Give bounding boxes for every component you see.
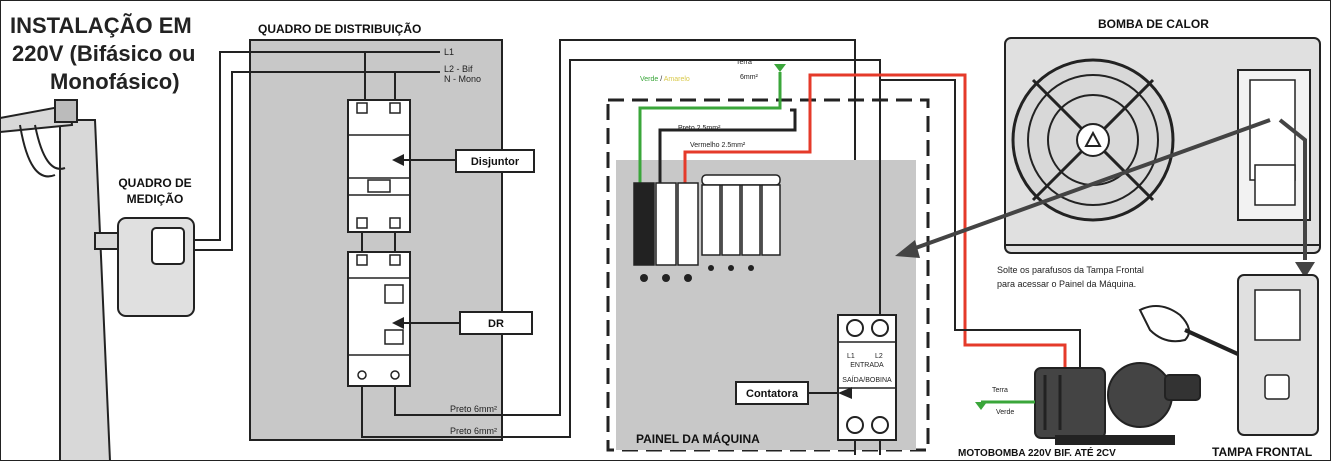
motobomba-terra: Terra bbox=[992, 387, 1008, 394]
green-wire-label: Verde bbox=[640, 76, 658, 83]
title-line-1: INSTALAÇÃO EM bbox=[10, 13, 192, 38]
quadro-distribuicao-title: QUADRO DE DISTRIBUIÇÃO bbox=[258, 21, 421, 36]
cable-label-1: Preto 6mm² bbox=[450, 404, 497, 414]
motor-pump bbox=[1034, 362, 1201, 445]
bus-l2-label: L2 - Bif bbox=[444, 64, 473, 74]
heat-pump bbox=[1004, 37, 1321, 254]
contactor-l1: L1 bbox=[847, 353, 855, 360]
quadro-medicao-label-2: MEDIÇÃO bbox=[127, 191, 184, 206]
contactor bbox=[837, 314, 897, 441]
contactor-entrada: ENTRADA bbox=[850, 362, 884, 369]
dr-device bbox=[347, 251, 411, 387]
bus-l1-label: L1 bbox=[444, 47, 454, 57]
arrows bbox=[895, 118, 1315, 278]
contatora-callout bbox=[735, 381, 809, 405]
contactor-saida: SAÍDA/BOBINA bbox=[842, 375, 892, 384]
motobomba-label: MOTOBOMBA 220V BIF. ATÉ 2CV bbox=[958, 446, 1116, 459]
instruction-line-1: Solte os parafusos da Tampa Frontal bbox=[997, 265, 1144, 275]
bus-n-label: N - Mono bbox=[444, 74, 481, 84]
ground-wire-label: Verde / Amarelo bbox=[640, 76, 690, 83]
pump-wires bbox=[854, 79, 1081, 455]
page-title: INSTALAÇÃO EM 220V (Bifásico ou Monofási… bbox=[10, 13, 195, 94]
painel-label: PAINEL DA MÁQUINA bbox=[636, 431, 760, 446]
dr-label: DR bbox=[488, 318, 504, 330]
contatora-label: Contatora bbox=[746, 388, 799, 400]
dr-callout bbox=[459, 311, 533, 335]
motobomba-verde: Verde bbox=[996, 409, 1014, 416]
wire-separator: / bbox=[658, 76, 663, 83]
title-line-3: Monofásico) bbox=[50, 69, 180, 94]
meter-box bbox=[117, 217, 195, 317]
cable-label-2: Preto 6mm² bbox=[450, 426, 497, 436]
title-line-2: 220V (Bifásico ou bbox=[12, 41, 195, 66]
pump-ground-icon bbox=[975, 402, 987, 410]
terra-label: Terra bbox=[736, 59, 752, 66]
disjuntor-label: Disjuntor bbox=[471, 156, 520, 168]
front-cover bbox=[1237, 274, 1319, 436]
panel-wires bbox=[638, 72, 1067, 370]
utility-pole bbox=[0, 99, 124, 461]
black-wire-label: Preto 2.5mm² bbox=[678, 125, 721, 132]
instruction-line-2: para acessar o Painel da Máquina. bbox=[997, 279, 1136, 289]
quadro-medicao-label-1: QUADRO DE bbox=[118, 176, 191, 190]
bomba-title: BOMBA DE CALOR bbox=[1098, 17, 1209, 31]
disjuntor-callout bbox=[455, 149, 535, 173]
terminal-block bbox=[633, 174, 781, 282]
green-wire-size: 6mm² bbox=[740, 74, 759, 81]
circuit-breaker bbox=[347, 99, 411, 233]
ground-icon bbox=[774, 64, 786, 72]
screwdriver-icon bbox=[1138, 305, 1241, 357]
tampa-label: TAMPA FRONTAL bbox=[1212, 445, 1312, 459]
yellow-wire-label: Amarelo bbox=[664, 76, 690, 83]
red-wire-label: Vermelho 2.5mm² bbox=[690, 142, 746, 149]
contactor-l2: L2 bbox=[875, 353, 883, 360]
